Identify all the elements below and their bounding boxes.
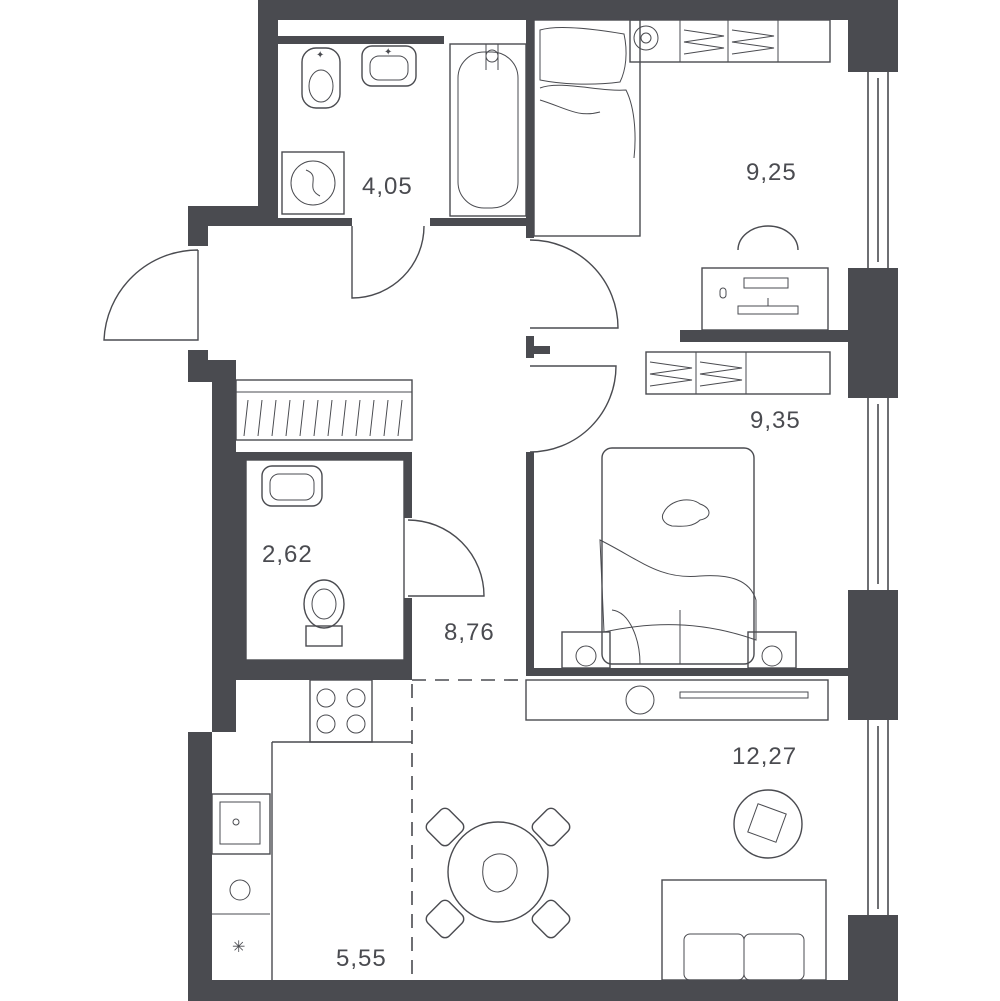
door-bedroom-1 [529, 239, 619, 329]
sink-wc [261, 465, 323, 507]
wall-bedroom2-bottom [526, 668, 848, 676]
bedroom-2-furniture [561, 351, 831, 669]
wc-fixtures [261, 465, 345, 647]
wall-bath-bedroom [526, 20, 534, 238]
door-entrance [103, 249, 199, 341]
fridge-icon: ✳ [232, 937, 245, 956]
bed-1 [533, 19, 641, 237]
walls [188, 0, 898, 1001]
door-bathroom [351, 225, 425, 299]
chair-dining-4 [531, 899, 571, 939]
chair-dining-2 [531, 807, 571, 847]
kitchen-sink [211, 793, 271, 855]
wall-right-2 [848, 268, 898, 398]
chair-dining-1 [425, 807, 465, 847]
area-bedroom-1: 9,25 [746, 159, 797, 186]
wall-left-low [188, 732, 212, 1001]
chair-1 [737, 225, 799, 251]
wall-wc-top [236, 452, 412, 460]
wall-wc-bottom [236, 660, 412, 680]
bathtub [449, 43, 527, 217]
wall-top [258, 0, 850, 20]
area-labels: 4,05 9,25 9,35 2,62 8,76 12,27 5,55 [262, 159, 801, 972]
toilet-bath [301, 47, 341, 109]
wardrobe-1 [629, 19, 831, 63]
dining-table [447, 821, 549, 923]
wc-inner-outline [245, 459, 405, 661]
plant-small [625, 685, 655, 715]
keyboard [743, 277, 789, 289]
bed-2 [601, 447, 755, 665]
doors [103, 225, 619, 597]
svg-text:✦: ✦ [316, 50, 324, 61]
tv [679, 691, 809, 699]
dishwasher-icon [229, 879, 251, 901]
wall-bottom [188, 980, 850, 1001]
area-wc: 2,62 [262, 541, 313, 568]
monitor [737, 305, 799, 315]
wall-bedroom2-left [526, 452, 534, 670]
nightstand-right [747, 631, 797, 669]
chair-dining-3 [425, 899, 465, 939]
wall-entrance-top [188, 206, 278, 226]
wall-entrance-jamb-top [188, 206, 208, 246]
bathroom-fixtures: ✦ ✦ [281, 43, 527, 217]
wall-left-mid [212, 360, 236, 732]
wall-right-4 [848, 915, 898, 1001]
wardrobe-hall [235, 379, 413, 441]
hall-wardrobe [235, 379, 413, 441]
zone-dividers [411, 679, 526, 980]
coffee-table [733, 789, 803, 859]
wall-bedroom-divider [680, 330, 850, 342]
door-wc [407, 519, 485, 597]
sink-bath [361, 45, 417, 87]
wardrobe-2 [645, 351, 831, 395]
nightstand-left [561, 631, 611, 669]
door-bedroom-2 [529, 365, 617, 453]
wall-bath-bottom-left [278, 218, 352, 226]
svg-text:✦: ✦ [384, 47, 392, 58]
flower-vase-icon [482, 853, 518, 893]
mouse [719, 287, 727, 299]
toilet-tank [305, 625, 343, 647]
bedroom-1-furniture [533, 19, 831, 331]
pillow-1 [539, 26, 627, 85]
washing-machine [281, 151, 345, 215]
living-room-furniture [425, 679, 829, 981]
wall-wc-right-top [404, 452, 412, 518]
sofa [661, 879, 827, 981]
desk-1 [701, 267, 829, 331]
wall-bedroom-stub [526, 346, 550, 354]
lamp-1 [633, 25, 659, 51]
wall-bath-left [258, 0, 278, 226]
kitchen-furniture: ✳ [211, 679, 412, 980]
area-bathroom: 4,05 [362, 173, 413, 200]
wall-wc-left [236, 452, 246, 680]
cat-icon [661, 499, 710, 527]
wall-wc-right-bottom [404, 598, 412, 668]
tv-stand [525, 679, 829, 721]
area-kitchen: 5,55 [336, 945, 387, 972]
windows [867, 72, 889, 915]
wall-bath-bottom-right [430, 218, 528, 226]
wall-right-1 [848, 0, 898, 72]
wall-bath-shelf [278, 36, 444, 44]
toilet-wc [303, 579, 345, 629]
area-hall: 8,76 [444, 619, 495, 646]
wall-right-3 [848, 590, 898, 720]
cooktop [309, 679, 373, 743]
area-bedroom-2: 9,35 [750, 407, 801, 434]
area-living-room: 12,27 [732, 743, 797, 770]
blanket [599, 539, 757, 641]
